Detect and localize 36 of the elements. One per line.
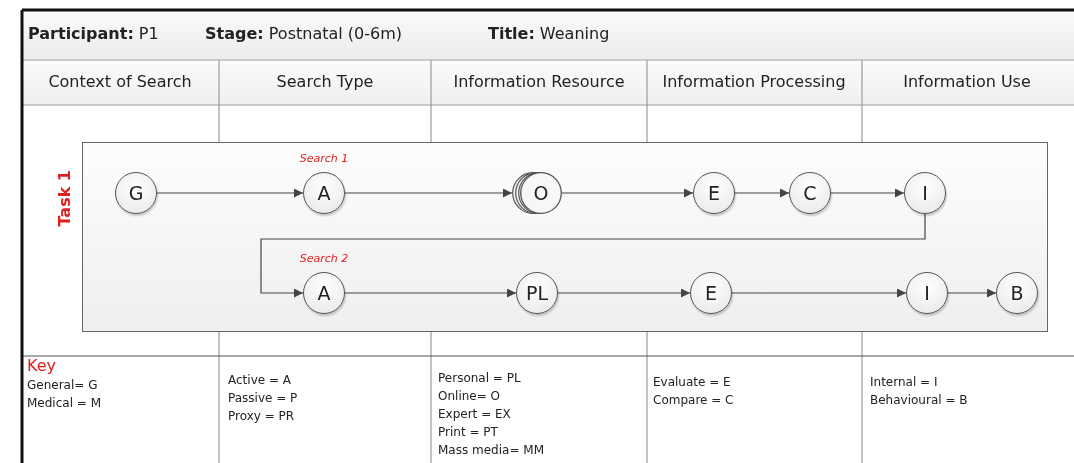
- key-entry: Expert = EX: [438, 407, 511, 421]
- arrow: [731, 288, 907, 298]
- key-entry: Evaluate = E: [653, 375, 731, 389]
- arrow: [830, 188, 905, 198]
- key-entry: Mass media= MM: [438, 443, 544, 457]
- search-label: Search 1: [299, 152, 349, 165]
- key-entry: Online= O: [438, 389, 501, 403]
- key-entry: Personal = PL: [438, 371, 521, 385]
- key-entry: General= G: [27, 378, 98, 392]
- arrow: [344, 288, 517, 298]
- key-entry: Active = A: [228, 373, 291, 387]
- header-field: Title: Weaning: [488, 24, 610, 43]
- arrow: [947, 288, 997, 298]
- search-label: Search 2: [299, 252, 349, 265]
- key-entry: Passive = P: [228, 391, 298, 405]
- column-header: Information Use: [903, 72, 1031, 91]
- arrow: [561, 188, 694, 198]
- key-entry: Internal = I: [870, 375, 938, 389]
- arrow: [734, 188, 790, 198]
- header-field: Participant: P1: [28, 24, 159, 43]
- key-entry: Print = PT: [438, 425, 498, 439]
- arrow: [260, 213, 926, 298]
- header-field: Stage: Postnatal (0-6m): [205, 24, 402, 43]
- key-entry: Compare = C: [653, 393, 734, 407]
- key-heading: Key: [27, 356, 56, 375]
- column-header: Information Resource: [453, 72, 625, 91]
- arrow: [344, 188, 513, 198]
- task-label: Task 1: [55, 170, 74, 227]
- column-header: Search Type: [276, 72, 374, 91]
- key-entry: Proxy = PR: [228, 409, 295, 423]
- key-entry: Behavioural = B: [870, 393, 968, 407]
- key-entry: Medical = M: [27, 396, 101, 410]
- column-header: Information Processing: [662, 72, 846, 91]
- column-header: Context of Search: [48, 72, 192, 91]
- arrow: [557, 288, 691, 298]
- arrow: [156, 188, 304, 198]
